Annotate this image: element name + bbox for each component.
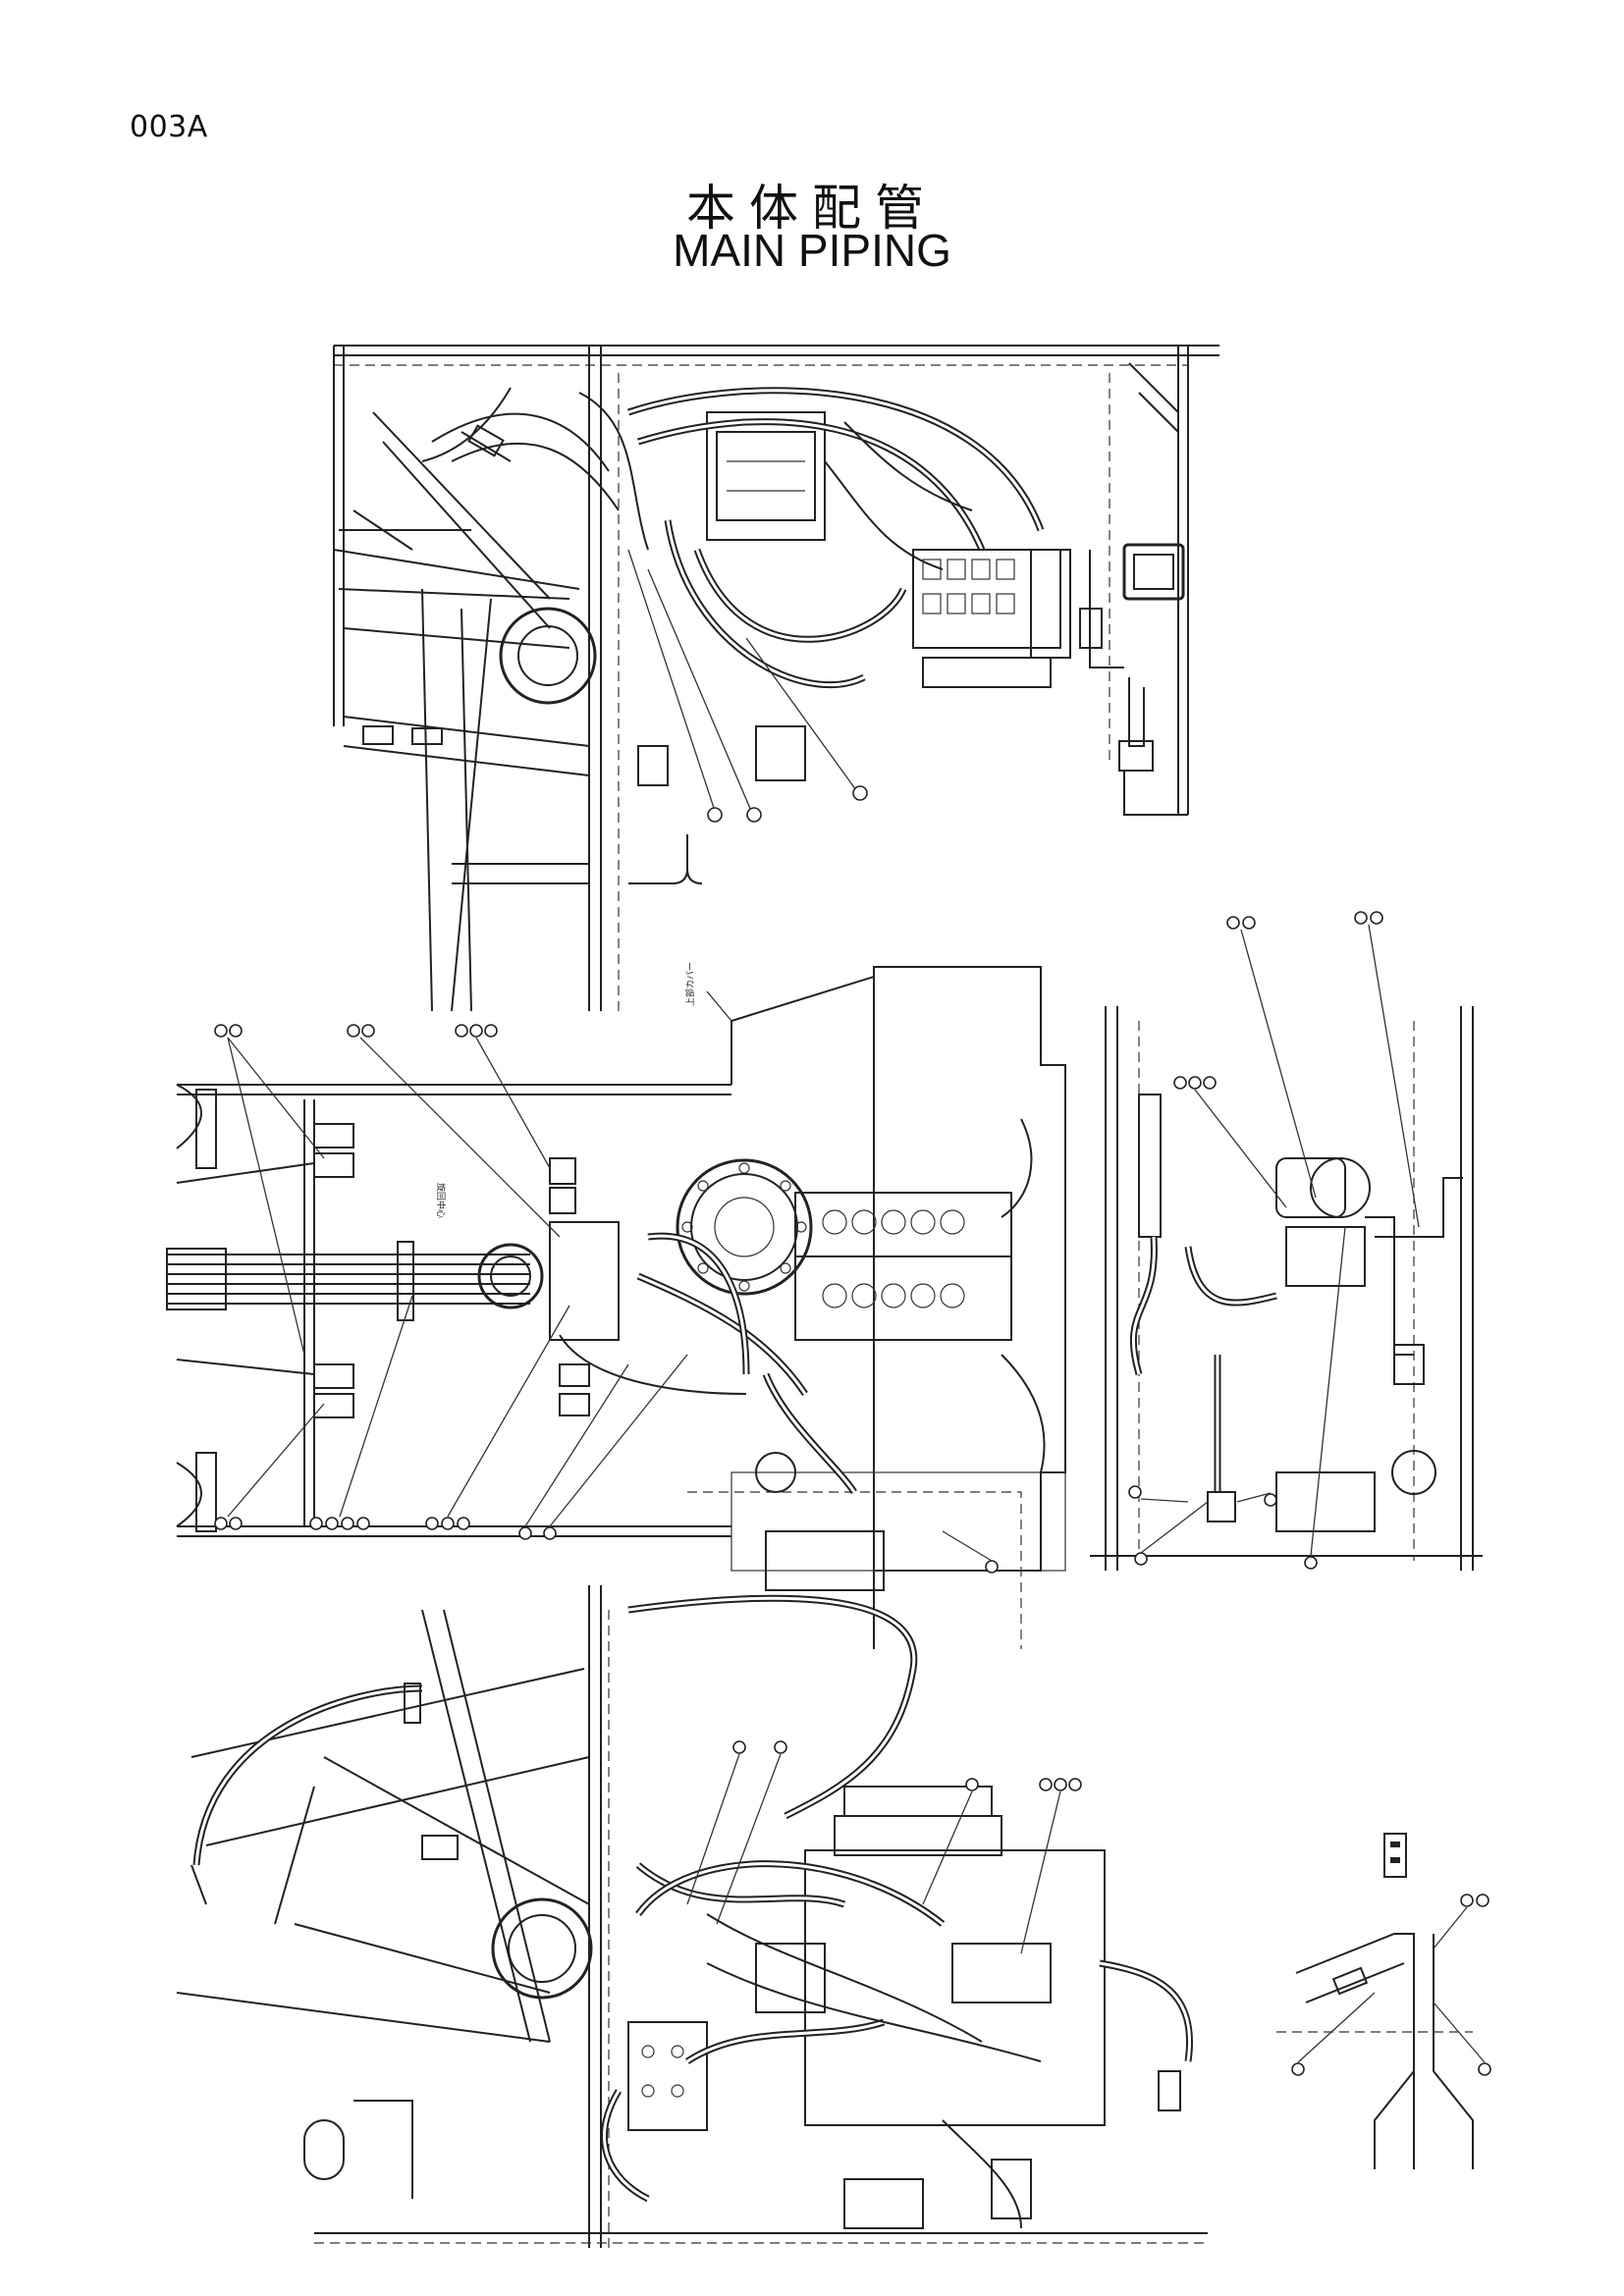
bottom-view — [176, 1585, 1208, 2248]
title-japanese: 本体配管 — [686, 180, 938, 237]
detail-view — [1276, 1833, 1491, 2169]
top-view — [333, 345, 1219, 1012]
cover-note: 上部カバー — [684, 962, 696, 1006]
side-view — [1090, 911, 1483, 1571]
title-english: MAIN PIPING — [673, 225, 951, 276]
page-code: 003A — [130, 110, 208, 144]
center-note: 旋回中心 — [435, 1183, 447, 1218]
plan-callouts — [214, 1024, 999, 1574]
plan-view: 上部カバー 旋回中心 — [166, 962, 1066, 1649]
